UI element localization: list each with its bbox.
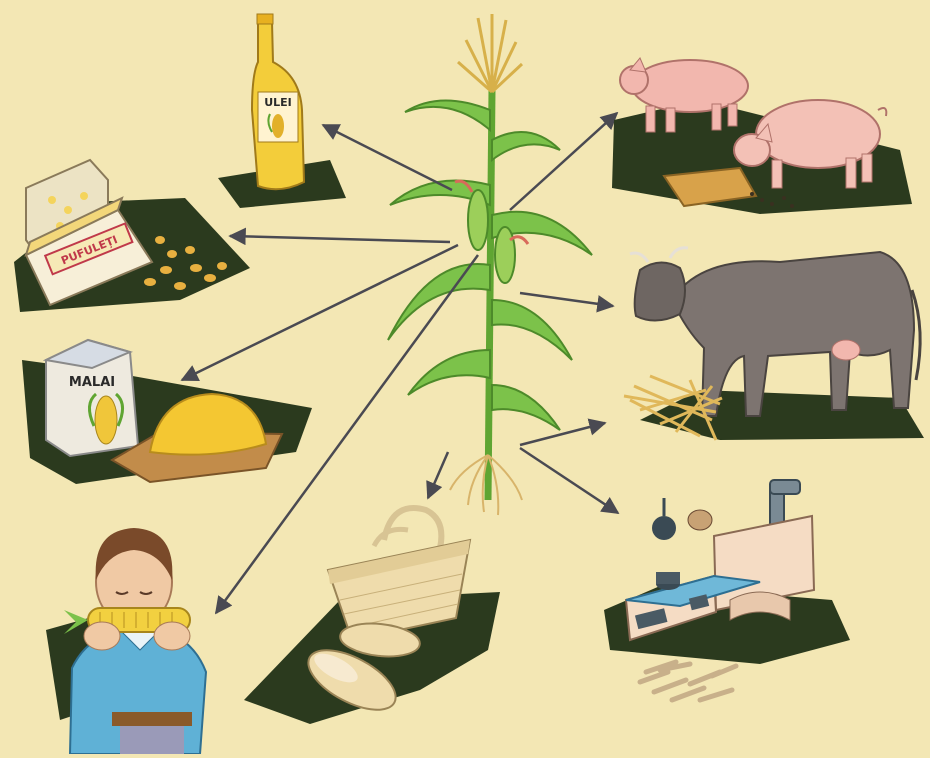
arrow-to-straw: [520, 423, 605, 445]
arrow-to-basket: [428, 452, 448, 498]
oil-bottle-vignette: ULEI: [218, 14, 346, 208]
arrow-to-oil: [323, 125, 452, 190]
stove-vignette: [604, 480, 850, 700]
frying-pan: [652, 516, 676, 540]
corn-ear: [495, 227, 515, 283]
flour-vignette: MALAI: [22, 340, 312, 484]
ladle: [688, 510, 712, 530]
arrow-to-cow: [520, 293, 613, 306]
cow-head: [635, 262, 685, 320]
belt: [112, 712, 192, 726]
puffs-vignette: PUFULEȚI: [14, 160, 250, 312]
arrow-to-puffs: [230, 236, 450, 242]
cow-vignette: [630, 248, 924, 440]
corncob-fuel: [640, 662, 736, 700]
arrow-to-pigs: [510, 113, 617, 210]
pigs-vignette: [612, 58, 912, 214]
oil-label-text: ULEI: [264, 96, 292, 109]
basket-vignette: [244, 508, 500, 724]
arrow-to-stove: [520, 448, 618, 513]
flour-label-text: MALAI: [69, 375, 115, 390]
corn-ear: [468, 190, 488, 250]
udder: [832, 340, 860, 360]
boy-vignette: [46, 528, 206, 754]
corn-tassel: [458, 14, 522, 92]
